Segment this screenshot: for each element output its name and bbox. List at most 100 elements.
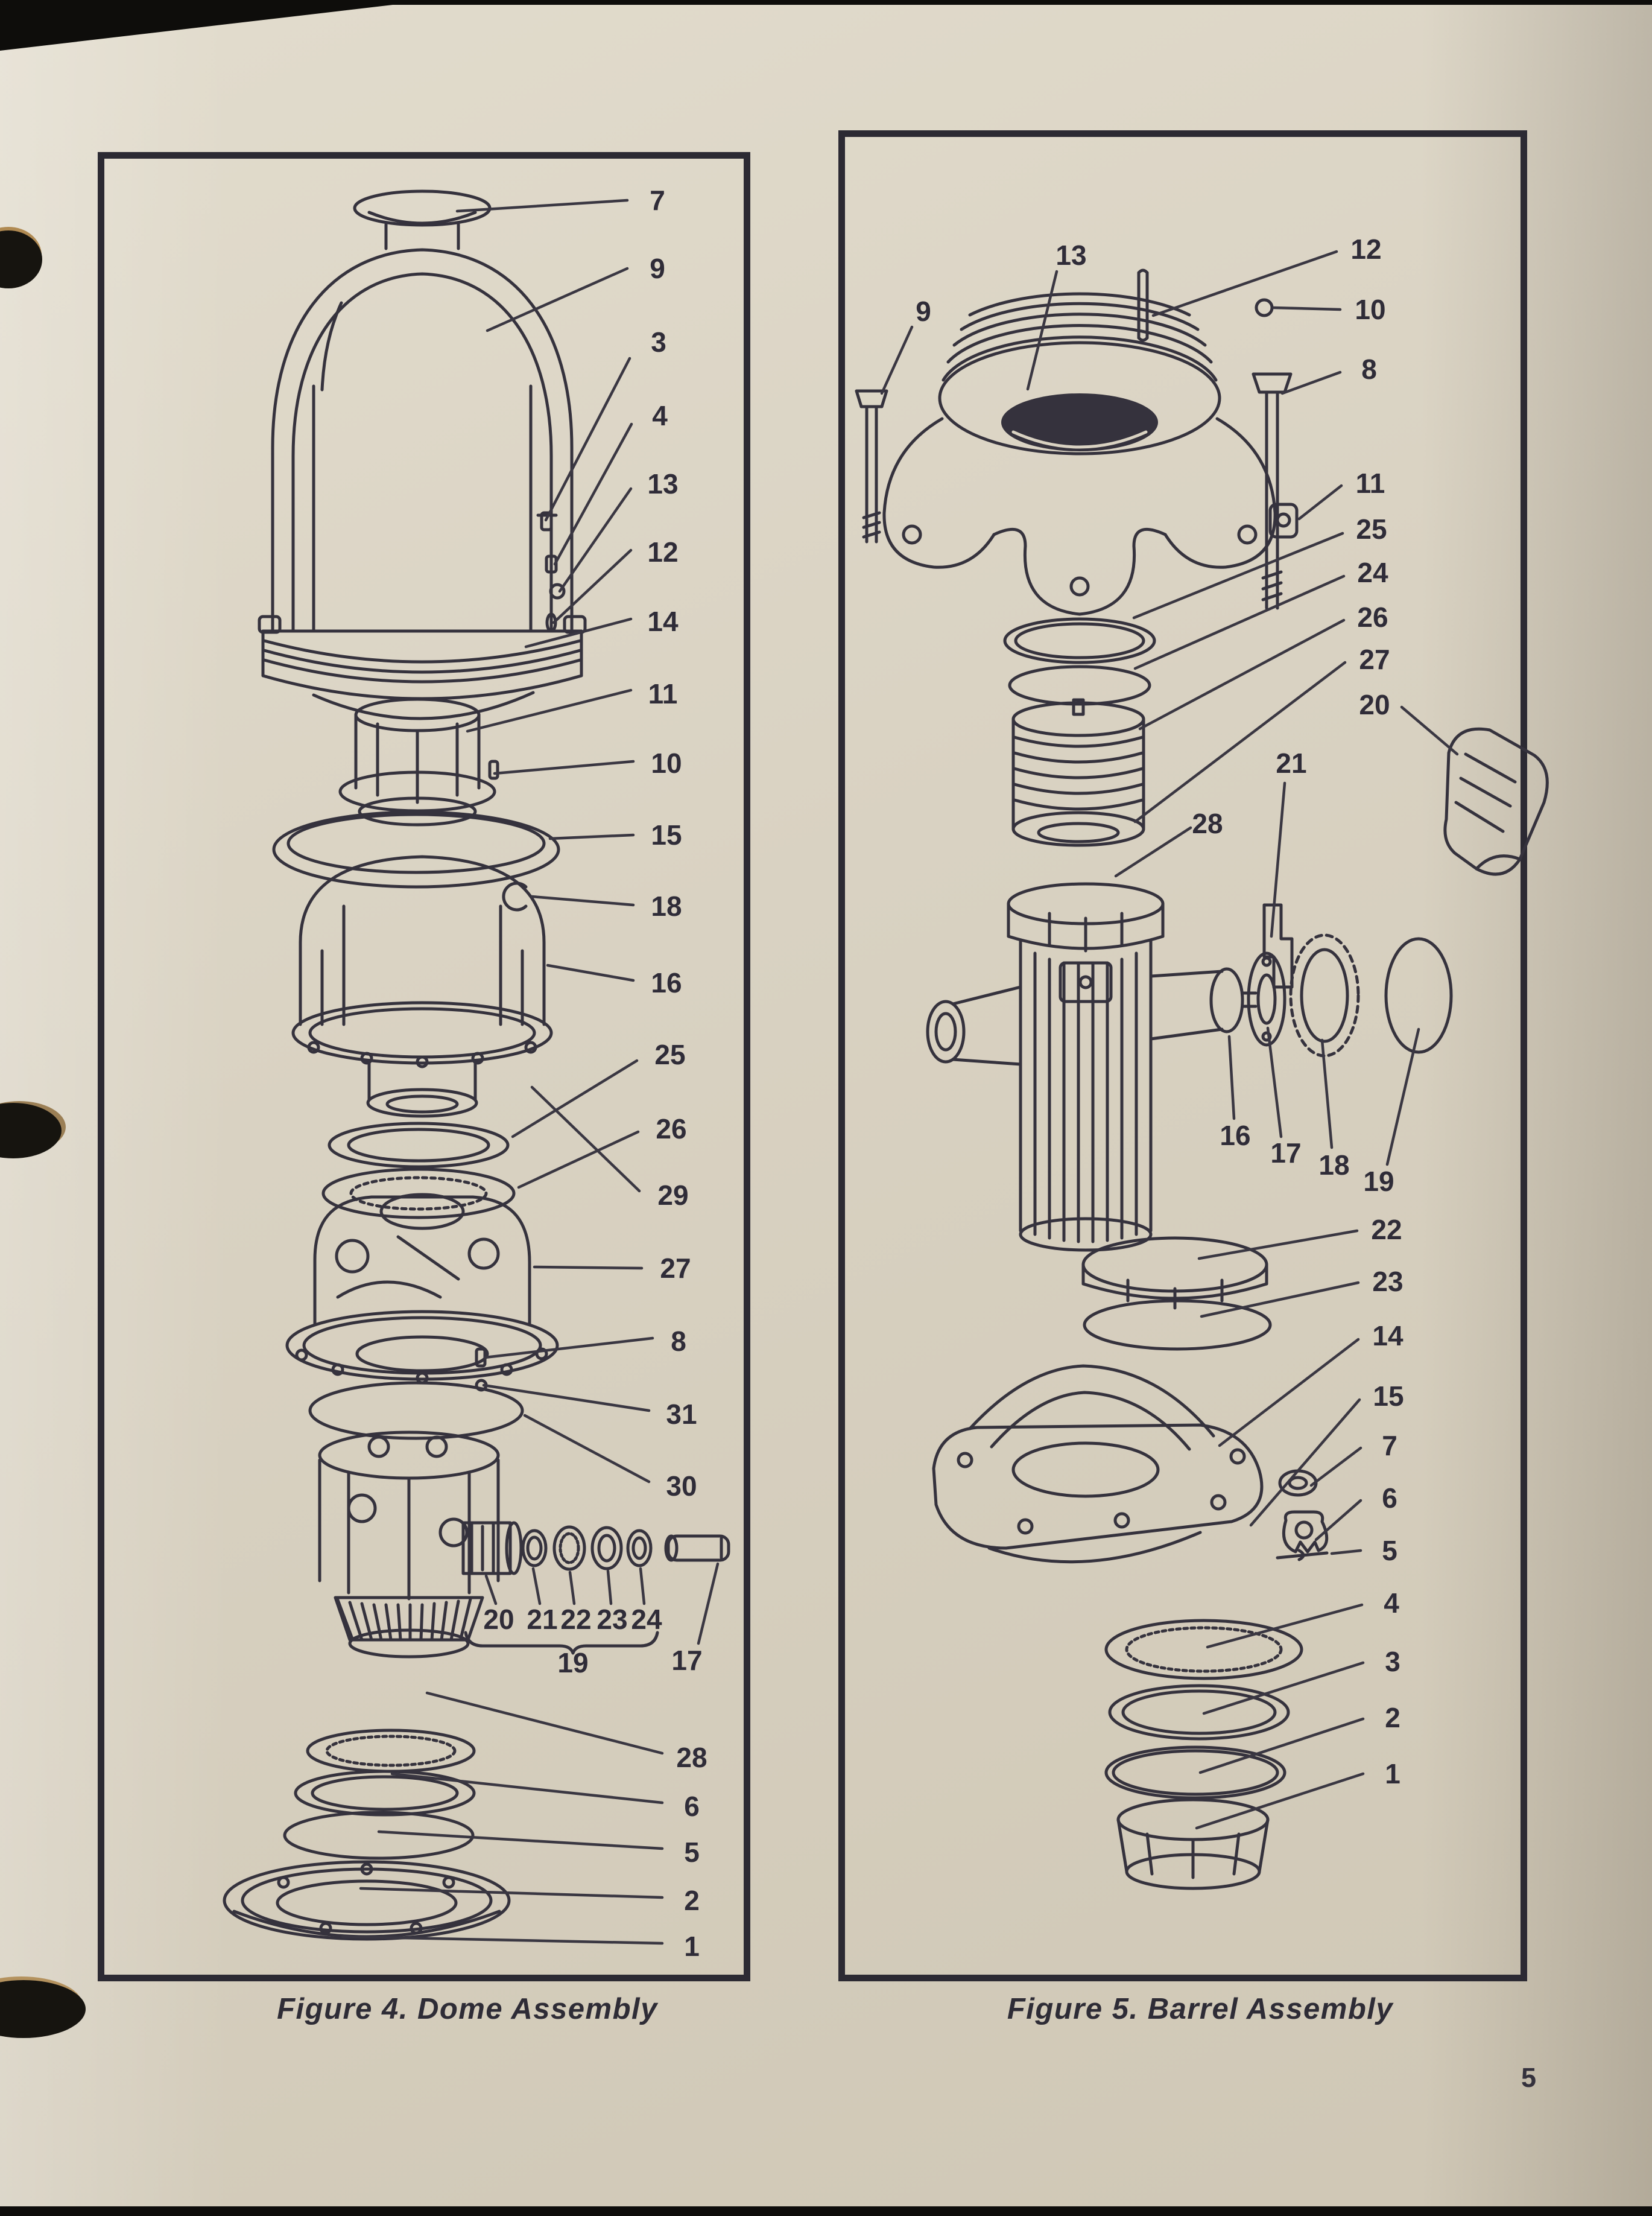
leader-line-22 <box>568 1570 576 1605</box>
paper-sheet <box>0 5 1652 2206</box>
leader-line-24 <box>1133 574 1346 670</box>
callout-number-27: 27 <box>660 1252 691 1284</box>
leader-line-21 <box>531 1567 542 1605</box>
callout-number-8: 8 <box>671 1325 686 1357</box>
callout-number-10: 10 <box>1355 294 1385 325</box>
leader-line-27 <box>1133 661 1347 824</box>
leader-line-11 <box>466 688 633 733</box>
barrel-assembly-drawing <box>855 268 1549 1890</box>
callout-number-12: 12 <box>1350 233 1381 265</box>
callout-number-13: 13 <box>1055 240 1086 271</box>
leader-line-2 <box>359 1887 664 1899</box>
callout-number-9: 9 <box>650 253 665 284</box>
callout-number-22: 22 <box>560 1604 591 1635</box>
callout-number-26: 26 <box>1357 602 1388 633</box>
leader-line-10 <box>493 760 635 775</box>
leader-line-7 <box>1309 1446 1362 1487</box>
leader-line-23 <box>1200 1281 1360 1318</box>
leader-line-5 <box>377 1830 664 1850</box>
leader-line-29 <box>530 1085 641 1193</box>
leader-line-1 <box>341 1935 664 1945</box>
leader-line-18 <box>1320 1038 1334 1149</box>
callout-number-6: 6 <box>684 1791 700 1822</box>
leader-line-12 <box>552 548 633 624</box>
callout-number-5: 5 <box>1382 1535 1397 1566</box>
figure4-caption: Figure 4. Dome Assembly <box>277 1993 658 2025</box>
callout-number-28: 28 <box>676 1742 707 1773</box>
leader-line-14 <box>524 617 633 649</box>
leader-line-6 <box>1314 1499 1362 1541</box>
callout-number-7: 7 <box>1382 1430 1397 1461</box>
leader-line-11 <box>1297 484 1343 521</box>
callout-number-23: 23 <box>1372 1266 1403 1297</box>
callout-number-3: 3 <box>651 326 666 358</box>
callout-number-4: 4 <box>652 400 668 431</box>
callout-number-14: 14 <box>647 606 679 637</box>
leader-line-12 <box>1151 250 1338 317</box>
callout-number-5: 5 <box>684 1837 700 1868</box>
leader-line-25 <box>511 1059 639 1138</box>
callout-number-17: 17 <box>1270 1137 1301 1169</box>
callout-number-12: 12 <box>647 536 678 568</box>
callout-number-8: 8 <box>1361 354 1377 385</box>
leader-line-9 <box>486 267 629 332</box>
leader-line-10 <box>1272 306 1342 311</box>
leader-line-3 <box>544 357 631 522</box>
callout-number-20: 20 <box>483 1604 514 1635</box>
leader-line-15 <box>1249 1398 1361 1527</box>
leader-line-4 <box>1206 1603 1364 1649</box>
callout-number-31: 31 <box>666 1398 697 1430</box>
leader-line-24 <box>639 1567 646 1605</box>
callout-number-18: 18 <box>1318 1149 1349 1181</box>
callout-number-21: 21 <box>527 1604 557 1635</box>
callout-number-16: 16 <box>651 967 682 998</box>
leader-line-26 <box>517 1130 640 1189</box>
callout-number-24: 24 <box>631 1604 662 1635</box>
leader-line-16 <box>1227 1035 1236 1120</box>
leader-line-20 <box>1400 705 1459 756</box>
page-number: 5 <box>1521 2062 1537 2093</box>
leader-line-15 <box>548 833 635 840</box>
callout-number-9: 9 <box>916 296 931 327</box>
leader-line-14 <box>1218 1338 1360 1447</box>
dome-assembly-drawing <box>223 189 730 1941</box>
callout-number-24: 24 <box>1357 557 1388 588</box>
leader-line-23 <box>606 1569 613 1605</box>
leader-line-30 <box>523 1414 651 1484</box>
leader-line-8 <box>483 1336 654 1359</box>
leader-line-5 <box>1330 1549 1362 1555</box>
leader-line-13 <box>558 487 633 593</box>
leader-line-19 <box>1385 1027 1420 1166</box>
leader-line-4 <box>553 422 633 566</box>
callout-number-15: 15 <box>651 819 682 851</box>
callout-number-2: 2 <box>684 1885 700 1916</box>
leader-line-28 <box>1114 826 1192 878</box>
callout-number-29: 29 <box>657 1179 688 1211</box>
callout-number-30: 30 <box>666 1470 697 1502</box>
callout-number-1: 1 <box>1385 1758 1400 1789</box>
leader-line-27 <box>533 1265 644 1270</box>
leader-line-31 <box>482 1383 651 1412</box>
leader-line-18 <box>530 895 635 907</box>
callout-number-25: 25 <box>1356 513 1387 545</box>
leader-line-6 <box>390 1772 664 1805</box>
callout-number-6: 6 <box>1382 1482 1397 1514</box>
callout-number-26: 26 <box>656 1113 686 1145</box>
leader-line-17 <box>697 1562 720 1645</box>
callout-number-28: 28 <box>1192 808 1223 839</box>
leader-line-13 <box>1026 270 1059 391</box>
figure4-border-box <box>98 152 750 1981</box>
callout-number-20: 20 <box>1359 689 1390 720</box>
leader-line-16 <box>546 964 635 982</box>
leader-line-28 <box>425 1691 664 1755</box>
callout-number-23: 23 <box>597 1604 627 1635</box>
callout-number-3: 3 <box>1385 1646 1400 1677</box>
callout-number-25: 25 <box>654 1039 685 1070</box>
callout-number-16: 16 <box>1220 1120 1250 1151</box>
callout-number-27: 27 <box>1359 644 1390 675</box>
callout-number-2: 2 <box>1385 1702 1400 1733</box>
leader-line-8 <box>1280 370 1342 395</box>
leader-line-1 <box>1195 1772 1365 1830</box>
